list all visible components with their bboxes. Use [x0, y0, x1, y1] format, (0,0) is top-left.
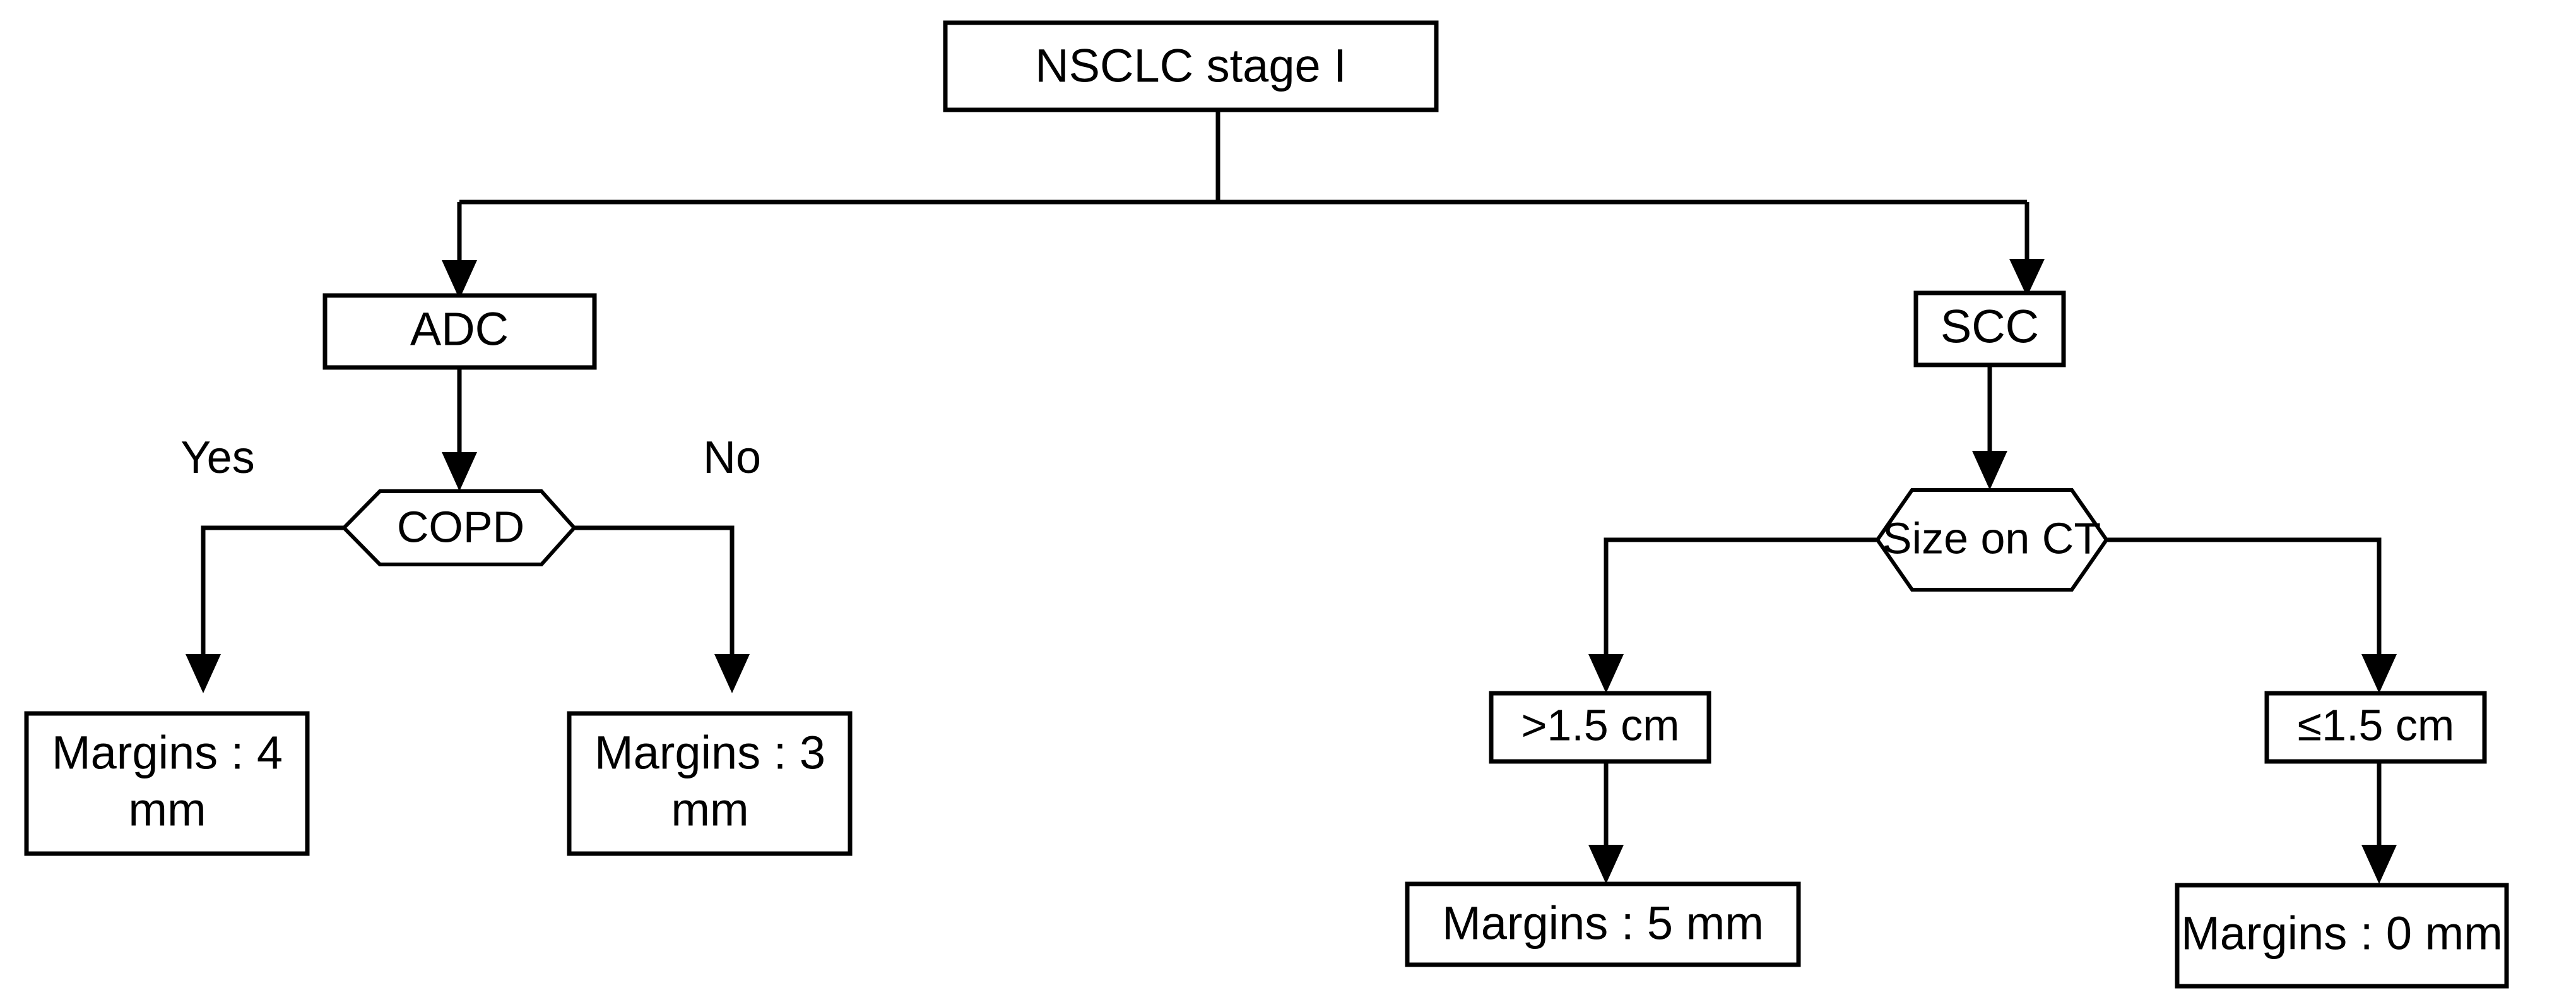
node-scc-box: [1913, 290, 2066, 367]
node-margins-3mm[interactable]: Margins : 3 mm: [567, 711, 853, 856]
arrowhead-to-adc: [442, 260, 477, 299]
node-size-le-1-5-cm-box: [2264, 691, 2487, 764]
edge-size-to-gt: [1604, 537, 1877, 671]
node-nsclc-stage-i[interactable]: NSCLC stage I: [943, 20, 1439, 112]
edge-copd-yes: [201, 525, 344, 671]
arrowhead-to-size: [1972, 451, 2007, 490]
node-copd-hexagon: [341, 489, 577, 566]
arrowhead-copd-no: [714, 654, 750, 693]
node-margins-4mm-label-line2: mm: [128, 784, 206, 836]
node-size-on-ct-hexagon: [1875, 488, 2109, 592]
arrowhead-to-copd: [442, 452, 477, 491]
node-margins-3mm-box: [567, 711, 853, 856]
node-margins-5mm-label: Margins : 5 mm: [1442, 897, 1764, 950]
arrowhead-to-scc: [2009, 259, 2045, 297]
node-size-le-1-5-cm-label: ≤1.5 cm: [2298, 700, 2455, 749]
node-size-on-ct[interactable]: Size on CT: [1875, 488, 2109, 592]
node-nsclc-stage-i-label: NSCLC stage I: [1035, 40, 1347, 92]
connector-layer: [186, 110, 2397, 884]
edge-label-yes: Yes: [180, 432, 254, 483]
edge-size-to-le: [2106, 537, 2382, 671]
node-size-gt-1-5-cm[interactable]: >1.5 cm: [1489, 691, 1711, 764]
node-size-on-ct-label: Size on CT: [1882, 513, 2101, 563]
node-margins-4mm[interactable]: Margins : 4 mm: [24, 711, 310, 856]
node-adc-box: [322, 293, 597, 370]
arrowhead-to-margin0: [2361, 845, 2397, 884]
node-margins-4mm-label-line1: Margins : 4: [52, 727, 283, 779]
node-margins-5mm[interactable]: Margins : 5 mm: [1405, 881, 1801, 967]
node-adc-label: ADC: [410, 303, 509, 355]
node-nsclc-stage-i-box: [943, 20, 1439, 112]
node-margins-4mm-box: [24, 711, 310, 856]
node-size-gt-1-5-cm-label: >1.5 cm: [1521, 700, 1680, 749]
edge-copd-no: [574, 525, 735, 671]
arrowhead-copd-yes: [186, 654, 221, 693]
node-margins-5mm-box: [1405, 881, 1801, 967]
node-margins-0mm-label: Margins : 0 mm: [2181, 907, 2503, 960]
arrowhead-size-gt: [1588, 654, 1624, 693]
node-copd-label: COPD: [397, 502, 524, 551]
node-margins-0mm-box: [2175, 883, 2509, 989]
node-size-gt-1-5-cm-box: [1489, 691, 1711, 764]
node-size-le-1-5-cm[interactable]: ≤1.5 cm: [2264, 691, 2487, 764]
node-margins-3mm-label-line2: mm: [671, 784, 748, 836]
node-scc-label: SCC: [1941, 301, 2039, 353]
node-scc[interactable]: SCC: [1913, 290, 2066, 367]
node-margins-3mm-label-line1: Margins : 3: [594, 727, 825, 779]
arrowhead-to-margin5: [1588, 845, 1624, 884]
edge-label-no: No: [703, 432, 761, 483]
node-margins-0mm[interactable]: Margins : 0 mm: [2175, 883, 2509, 989]
node-adc[interactable]: ADC: [322, 293, 597, 370]
arrowhead-size-le: [2361, 654, 2397, 693]
node-copd[interactable]: COPD: [341, 489, 577, 566]
